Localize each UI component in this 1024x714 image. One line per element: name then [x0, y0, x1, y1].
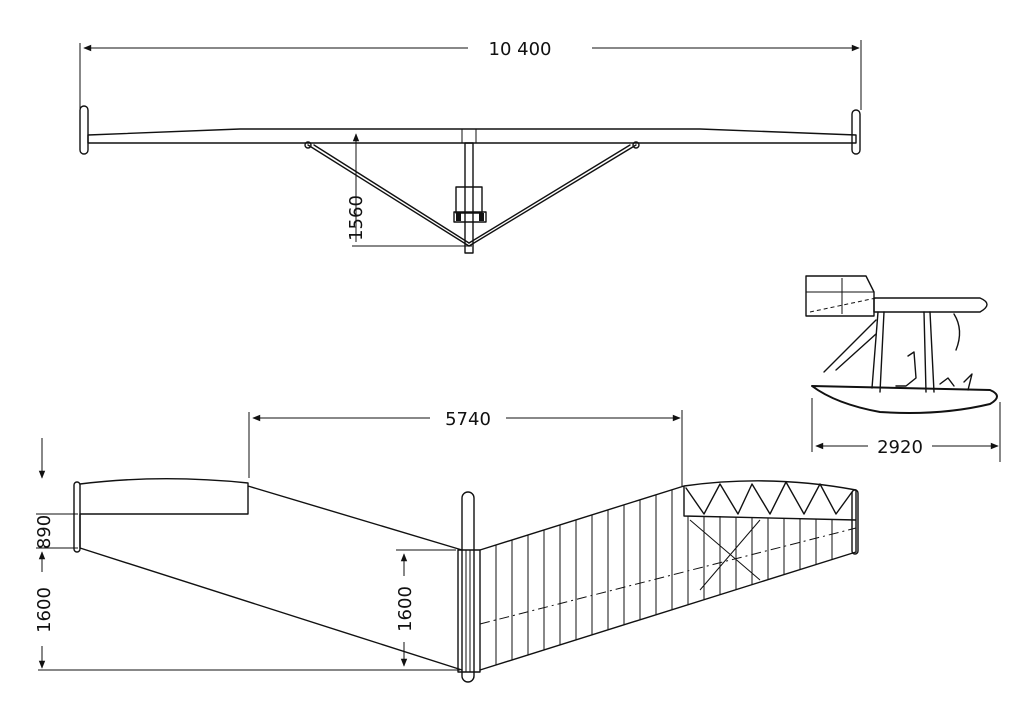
front-left-brace	[307, 144, 470, 247]
front-view: 10 400 1560	[79, 39, 862, 254]
top-right-ribs	[495, 490, 833, 665]
front-wing	[87, 128, 857, 144]
dim-front-height: 1560	[346, 195, 367, 241]
side-tail-surface	[805, 275, 875, 317]
top-right-wing	[479, 480, 857, 671]
side-struts	[871, 311, 935, 393]
front-left-tip-plate	[79, 105, 89, 155]
dim-front-span: 10 400	[489, 39, 552, 60]
side-view: 2920	[805, 275, 1001, 462]
front-mast	[464, 142, 474, 254]
top-left-tip-plate	[73, 481, 81, 553]
dim-top-root-chord: 1600	[395, 586, 416, 632]
top-left-wing	[79, 478, 463, 671]
dim-top-root-offset: 1600	[34, 587, 55, 633]
top-center-spar	[461, 491, 475, 683]
front-right-tip-plate	[851, 109, 861, 155]
dim-top-tip-chord: 890	[34, 515, 55, 549]
top-view: 5740 890 1600 160	[34, 409, 859, 683]
front-right-brace	[468, 144, 637, 247]
dim-side-length: 2920	[877, 437, 923, 458]
front-pilot-box	[455, 186, 483, 214]
top-right-tip-truss	[685, 481, 853, 515]
dim-top-half-span: 5740	[445, 409, 491, 430]
side-skid	[811, 385, 998, 414]
side-boom	[873, 297, 988, 313]
top-right-spar-line	[479, 527, 857, 625]
top-right-tip-plate	[851, 489, 859, 555]
